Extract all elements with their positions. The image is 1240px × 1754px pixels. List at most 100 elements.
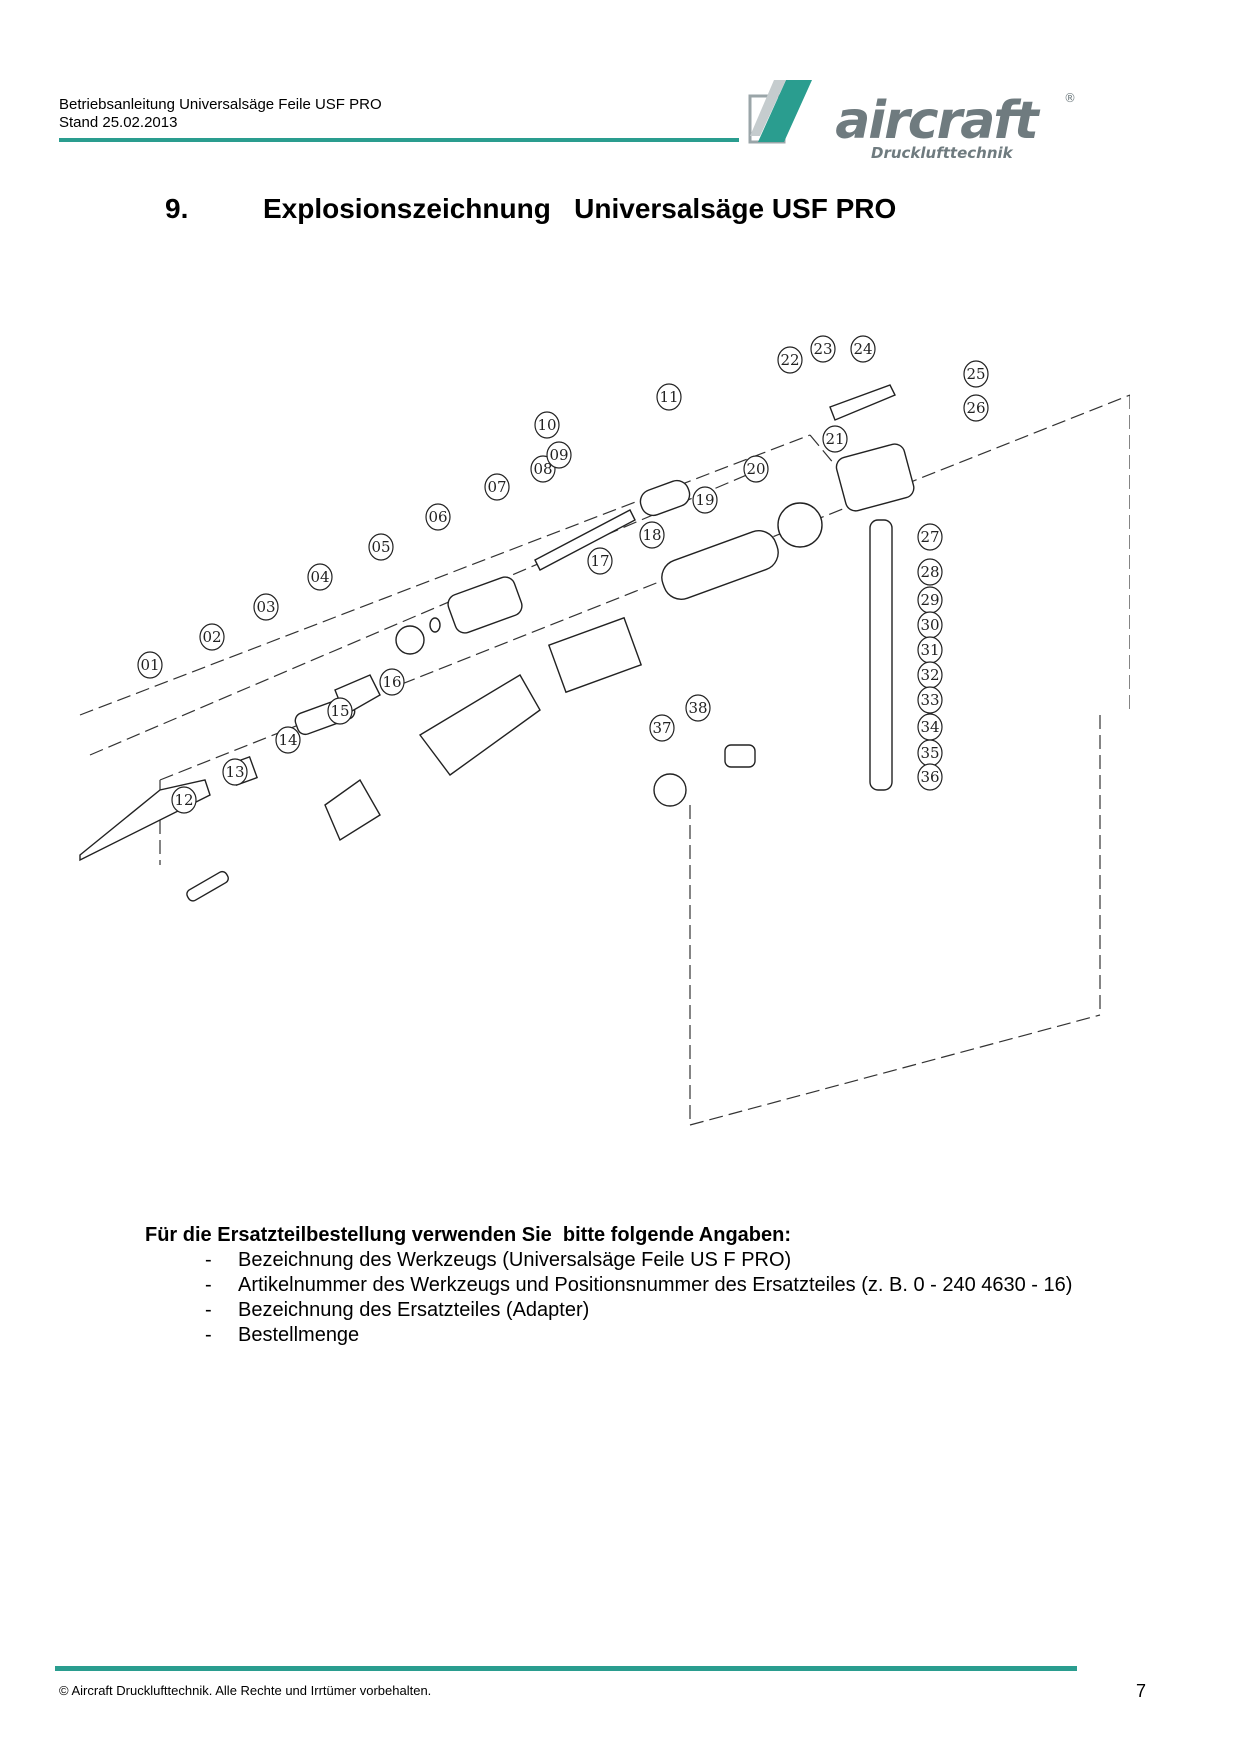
part-label-text: 34 xyxy=(920,718,939,736)
part-label-bubble xyxy=(137,651,163,679)
document-title: Betriebsanleitung Universalsäge Feile US… xyxy=(59,96,382,113)
part-label-text: 03 xyxy=(256,598,275,616)
part-label-bubble xyxy=(222,758,248,786)
part-label-19: 19 xyxy=(692,486,718,514)
part-label-text: 26 xyxy=(966,399,985,417)
logo-mark xyxy=(748,80,812,144)
part-label-text: 06 xyxy=(428,508,447,526)
part-label-06: 06 xyxy=(425,503,451,531)
part-label-bubble xyxy=(587,547,613,575)
part-label-20: 20 xyxy=(743,455,769,483)
valve-stack-shape xyxy=(869,519,893,791)
part-label-text: 28 xyxy=(920,563,939,581)
part-label-bubble xyxy=(639,521,665,549)
order-instructions-heading: Für die Ersatzteilbestellung verwenden S… xyxy=(145,1224,792,1246)
part-label-bubble xyxy=(253,593,279,621)
part-label-text: 09 xyxy=(549,446,568,464)
part-label-11: 11 xyxy=(656,383,682,411)
list-item: -Bestellmenge xyxy=(205,1324,360,1346)
part-labels: 0102030405060708091011121314151617181920… xyxy=(137,335,989,814)
part-label-38: 38 xyxy=(685,694,711,722)
logo-registered: ® xyxy=(1064,91,1076,105)
exploded-view-drawing: 0102030405060708091011121314151617181920… xyxy=(79,335,1130,1126)
part-label-bubble xyxy=(275,726,301,754)
assembly-guide-lines xyxy=(79,394,1130,1126)
part-label-bubble xyxy=(534,411,560,439)
part-label-bubble xyxy=(425,503,451,531)
part-label-text: 27 xyxy=(920,528,939,546)
part-label-37: 37 xyxy=(649,714,675,742)
part-label-text: 07 xyxy=(487,478,506,496)
part-label-34: 34 xyxy=(917,713,943,741)
part-label-21: 21 xyxy=(822,425,848,453)
part-label-29: 29 xyxy=(917,586,943,614)
part-label-text: 04 xyxy=(310,568,329,586)
bearing-shape xyxy=(395,625,425,655)
main-housing-shape xyxy=(418,674,541,776)
part-label-23: 23 xyxy=(810,335,836,363)
part-label-bubble xyxy=(656,383,682,411)
part-label-32: 32 xyxy=(917,661,943,689)
part-label-text: 17 xyxy=(590,552,609,570)
document-date: Stand 25.02.2013 xyxy=(59,114,178,131)
section-number: 9. xyxy=(165,193,189,224)
part-label-text: 38 xyxy=(688,699,707,717)
part-label-text: 10 xyxy=(537,416,556,434)
page-number: 7 xyxy=(1136,1681,1147,1701)
part-label-bubble xyxy=(368,533,394,561)
part-label-bubble xyxy=(822,425,848,453)
part-label-bubble xyxy=(743,455,769,483)
header-rule xyxy=(59,138,739,142)
part-label-text: 33 xyxy=(920,691,939,709)
part-label-bubble xyxy=(850,335,876,363)
part-label-36: 36 xyxy=(917,763,943,791)
washer-shape xyxy=(653,773,687,807)
part-label-text: 36 xyxy=(920,768,939,786)
aircraft-logo: aircraft ® Drucklufttechnik xyxy=(748,80,1076,162)
part-label-text: 29 xyxy=(920,591,939,609)
part-label-text: 31 xyxy=(920,641,939,659)
part-label-bubble xyxy=(963,360,989,388)
list-item: -Bezeichnung des Werkzeugs (Universalsäg… xyxy=(205,1249,792,1271)
part-label-bubble xyxy=(963,394,989,422)
part-label-31: 31 xyxy=(917,636,943,664)
part-label-bubble xyxy=(917,763,943,791)
part-label-bubble xyxy=(917,523,943,551)
part-label-16: 16 xyxy=(379,668,405,696)
order-instructions-list: -Bezeichnung des Werkzeugs (Universalsäg… xyxy=(205,1248,1072,1348)
part-label-bubble xyxy=(546,441,572,469)
part-label-05: 05 xyxy=(368,533,394,561)
section-title: Explosionszeichnung Universalsäge USF PR… xyxy=(263,193,897,224)
part-label-22: 22 xyxy=(777,346,803,374)
part-label-text: 01 xyxy=(140,656,159,674)
list-item: -Artikelnummer des Werkzeugs und Positio… xyxy=(205,1274,1073,1296)
square-sleeve-shape xyxy=(547,616,643,694)
bracket-shape xyxy=(186,870,229,902)
logo-wordmark: aircraft xyxy=(835,91,1041,151)
part-label-bubble xyxy=(484,473,510,501)
part-label-text: 37 xyxy=(652,719,671,737)
part-label-30: 30 xyxy=(917,611,943,639)
footer-copyright: © Aircraft Drucklufttechnik. Alle Rechte… xyxy=(59,1683,432,1698)
part-label-03: 03 xyxy=(253,593,279,621)
part-label-14: 14 xyxy=(275,726,301,754)
part-label-bubble xyxy=(379,668,405,696)
part-label-28: 28 xyxy=(917,558,943,586)
ring-shape xyxy=(429,617,441,633)
part-label-text: 25 xyxy=(966,365,985,383)
part-label-text: 16 xyxy=(382,673,401,691)
part-label-text: 18 xyxy=(642,526,661,544)
spring-shape xyxy=(639,479,691,517)
part-label-35: 35 xyxy=(917,739,943,767)
part-label-01: 01 xyxy=(137,651,163,679)
footer-rule xyxy=(55,1666,1077,1671)
part-label-text: 23 xyxy=(813,340,832,358)
part-label-27: 27 xyxy=(917,523,943,551)
list-item: -Bezeichnung des Ersatzteiles (Adapter) xyxy=(205,1299,590,1321)
lever-shape xyxy=(829,384,896,421)
part-label-text: 12 xyxy=(174,791,193,809)
part-label-text: 22 xyxy=(780,351,799,369)
part-label-text: 30 xyxy=(920,616,939,634)
part-label-12: 12 xyxy=(171,786,197,814)
part-label-text: 20 xyxy=(746,460,765,478)
